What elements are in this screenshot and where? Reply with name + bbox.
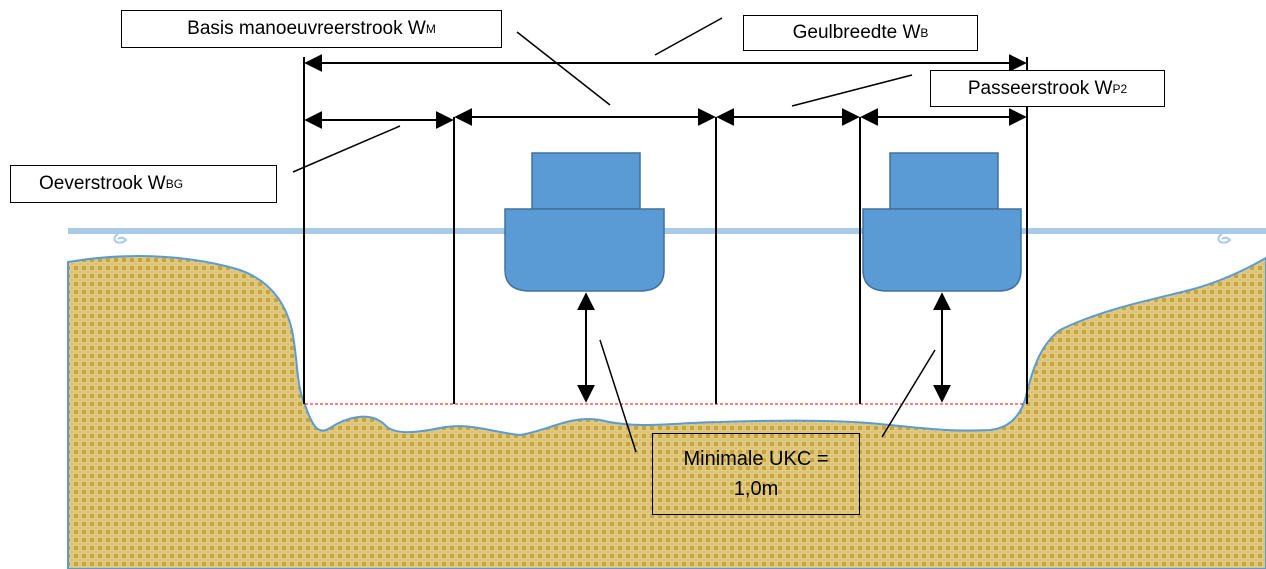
basis-label-subscript: M — [425, 22, 436, 36]
geul-label-subscript: B — [920, 26, 929, 40]
ukc-label-line2: 1,0m — [733, 478, 779, 500]
passeer-label-subscript: P2 — [1112, 81, 1128, 96]
passeer-label-text: Passeerstrook W — [967, 77, 1113, 99]
ukc-label-line1: Minimale UKC = — [683, 448, 829, 470]
basis-label-text: Basis manoeuvreerstrook W — [187, 18, 426, 39]
oever-label-text: Oeverstrook W — [39, 173, 166, 194]
leader-lines — [292, 17, 936, 453]
geul-label-text: Geulbreedte W — [792, 22, 921, 43]
wave-curl-left-icon — [113, 233, 128, 244]
ship-left — [504, 152, 665, 292]
boundary-lines — [303, 57, 1028, 404]
dimension-arrows — [304, 54, 1027, 403]
ship-right — [862, 152, 1022, 292]
minimum-ukc-label: Minimale UKC = 1,0m — [652, 433, 860, 515]
oever-label-subscript: BG — [165, 177, 184, 191]
water-surface — [68, 228, 1266, 234]
seabed — [67, 255, 1266, 569]
wave-curl-right-icon — [1217, 233, 1232, 244]
